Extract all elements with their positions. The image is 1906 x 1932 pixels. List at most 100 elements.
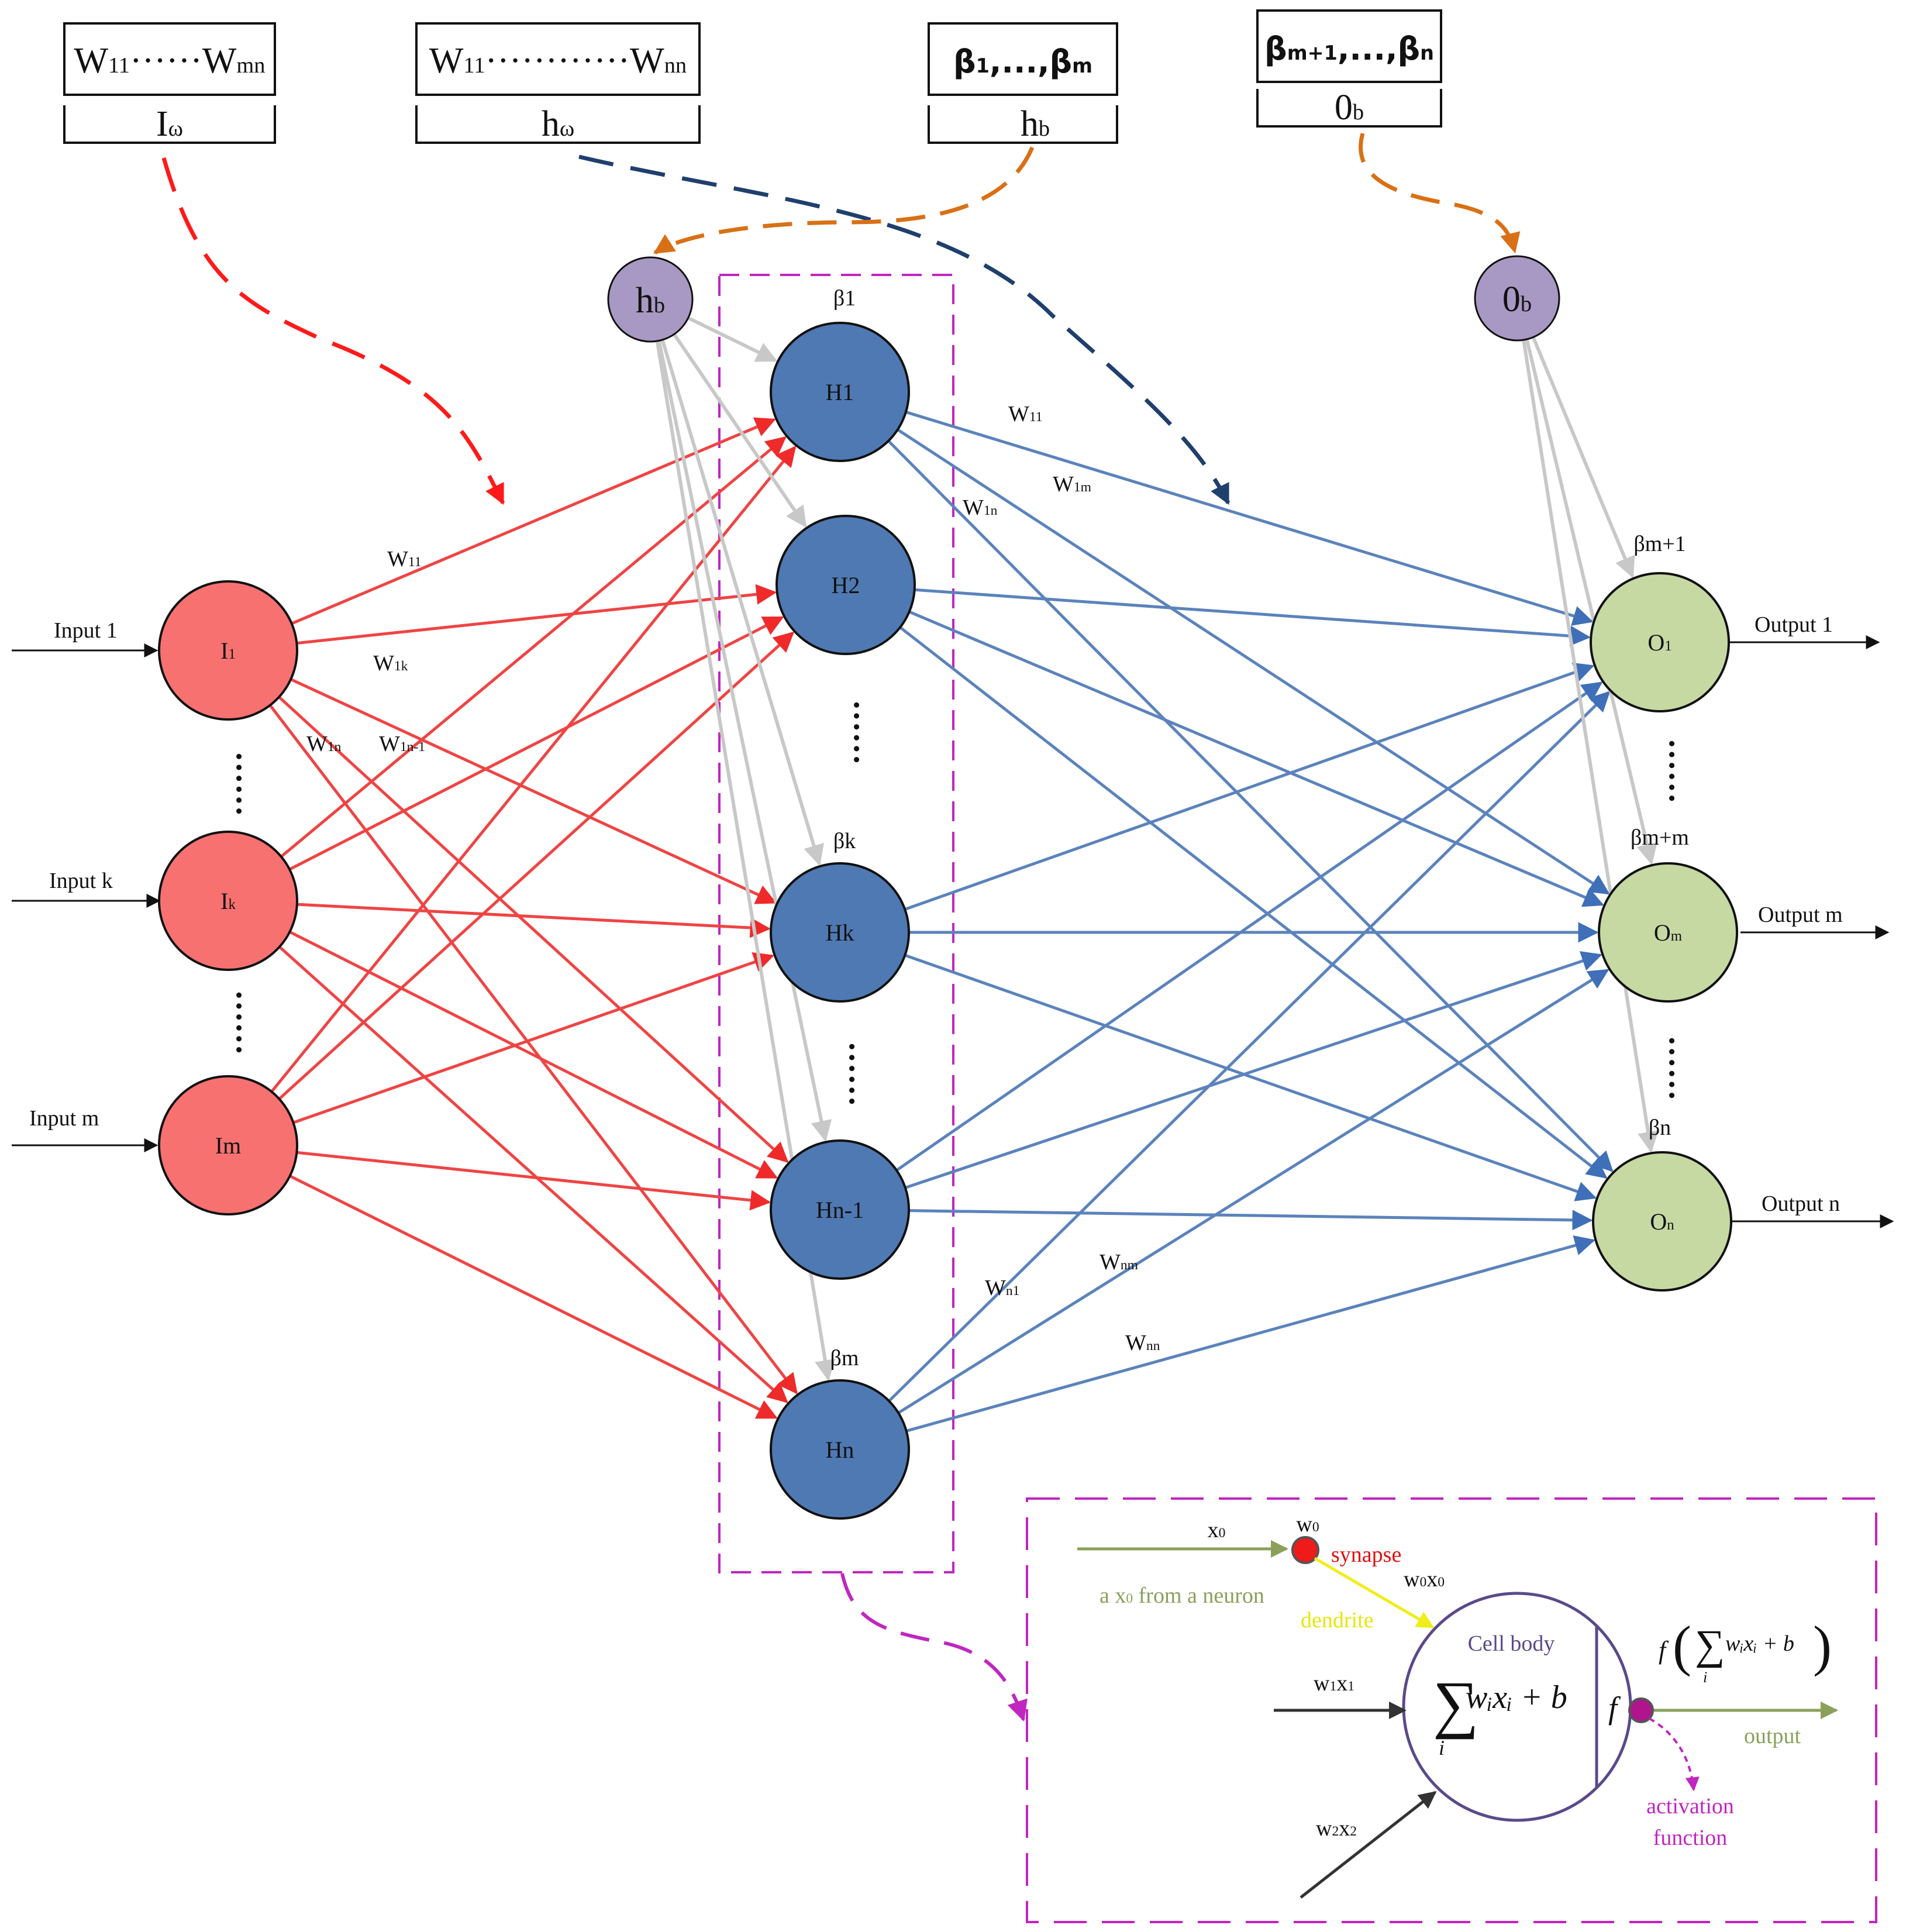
edge-hidden-4-output-0 bbox=[888, 691, 1611, 1403]
edge-input-0-hidden-1 bbox=[297, 584, 777, 645]
dashed-arrow-neuron-detail bbox=[840, 1573, 1028, 1722]
weight-labels: W11 W1k W1n W1n-1 W11 W1m W1n Wnm Wn1 Wn… bbox=[306, 402, 1160, 1355]
edge-input-1-hidden-4 bbox=[278, 945, 788, 1403]
input-layer: I1 Ik Im ······ ······ bbox=[158, 580, 298, 1215]
edge-bias-hb-hidden-1 bbox=[673, 333, 807, 528]
sum-symbol: ∑ bbox=[1433, 1668, 1478, 1740]
w2x2-label: w2x2 bbox=[1316, 1816, 1357, 1841]
output-label-inset: output bbox=[1744, 1724, 1801, 1748]
hidden-node-Hn bbox=[770, 1379, 910, 1520]
input-ellipsis-2: ······ bbox=[220, 990, 257, 1055]
beta-label-On: βn bbox=[1649, 1115, 1671, 1140]
box-bottom-text: hb bbox=[1021, 104, 1050, 144]
input-arrows: Input 1 Input k Input m bbox=[12, 618, 161, 1152]
dashed-arrow-output-bias bbox=[1359, 133, 1521, 254]
edge-hidden-4-output-1 bbox=[897, 969, 1609, 1414]
dashed-arrow-hidden-bias bbox=[653, 146, 1035, 254]
param-box-hidden-weights: W11············Wnn hω bbox=[415, 22, 701, 144]
beta-label-Om: βm+m bbox=[1631, 825, 1689, 850]
edge-hidden-3-output-1 bbox=[905, 951, 1602, 1189]
synapse-label: synapse bbox=[1331, 1542, 1401, 1567]
edge-input-2-hidden-3 bbox=[297, 1151, 771, 1211]
input-node-Im bbox=[158, 1075, 298, 1215]
bias-nodes: hb 0b bbox=[607, 255, 1560, 343]
edge-input-1-hidden-1 bbox=[288, 616, 784, 871]
f-formula-index: i bbox=[1703, 1669, 1707, 1686]
edge-hidden-1-output-2 bbox=[899, 626, 1608, 1179]
sum-body: wᵢxᵢ + b bbox=[1466, 1679, 1567, 1716]
hidden-ellipsis-1: ······ bbox=[838, 700, 874, 765]
weight-label-W11-output: W11 bbox=[1008, 402, 1043, 426]
output-node-O1 bbox=[1590, 572, 1730, 712]
edge-hidden-3-output-2 bbox=[908, 1209, 1593, 1231]
edge-hidden-1-output-0 bbox=[914, 588, 1591, 646]
node-label: Hn bbox=[826, 1437, 854, 1463]
input-label-m: Input m bbox=[29, 1106, 99, 1131]
edge-input-0-hidden-0 bbox=[291, 417, 776, 625]
box-bottom-text: Iω bbox=[156, 104, 183, 144]
edge-input-2-hidden-4 bbox=[289, 1175, 778, 1419]
x0-label: x0 bbox=[1208, 1518, 1226, 1542]
output-arrows: Output 1 Output m Output n bbox=[1660, 612, 1894, 1228]
f-formula-sum: ∑ bbox=[1695, 1621, 1725, 1668]
node-label: hb bbox=[636, 281, 665, 321]
output-node-Om bbox=[1598, 862, 1738, 1003]
edge-hidden-2-output-0 bbox=[904, 662, 1595, 911]
weight-label-Wn1-output: Wn1 bbox=[985, 1276, 1019, 1300]
edge-input-1-hidden-0 bbox=[280, 436, 787, 858]
box-top-text: W11······Wmn bbox=[74, 41, 265, 81]
hidden-node-H1 bbox=[770, 322, 910, 462]
hidden-layer-box bbox=[718, 274, 954, 1573]
beta-label-H1: β1 bbox=[833, 286, 856, 311]
edge-hidden-2-output-2 bbox=[904, 953, 1597, 1201]
hidden-layer: H1 H2 Hk Hn-1 Hn β1 βk βm ······ ······ bbox=[770, 286, 916, 1520]
hidden-ellipsis-2: ······ bbox=[833, 1041, 870, 1107]
param-box-input-weights: W11······Wmn Iω bbox=[63, 22, 276, 144]
synapse-node bbox=[1291, 1536, 1319, 1564]
beta-label-Hn: βm bbox=[830, 1346, 859, 1370]
weight-label-Wnm-output: Wnm bbox=[1100, 1250, 1138, 1275]
edge-hidden-0-output-1 bbox=[897, 428, 1610, 895]
w0x0-label: w0x0 bbox=[1404, 1567, 1445, 1592]
node-label: Ik bbox=[220, 888, 236, 914]
node-label: Hk bbox=[826, 919, 854, 946]
param-box-output-bias: βm+1,...,βn 0b bbox=[1256, 9, 1442, 128]
input-label-k: Input k bbox=[49, 869, 113, 893]
edge-hidden-3-output-0 bbox=[895, 681, 1603, 1172]
edge-bias-0b-output-0 bbox=[1531, 336, 1635, 578]
sum-index: i bbox=[1439, 1736, 1445, 1759]
input-label-1: Input 1 bbox=[54, 618, 118, 643]
cell-body-label: Cell body bbox=[1468, 1631, 1555, 1656]
input-node-Ik bbox=[158, 831, 298, 971]
output-node-On bbox=[1592, 1151, 1732, 1292]
box-top-text: β1,...,βm bbox=[953, 43, 1092, 80]
f-formula-f: f bbox=[1659, 1636, 1669, 1665]
node-label: H2 bbox=[832, 572, 860, 598]
edge-hidden-1-output-1 bbox=[908, 610, 1604, 907]
edge-hidden-0-output-0 bbox=[905, 411, 1594, 626]
dashed-arrow-hidden-weights bbox=[578, 154, 1231, 505]
edge-input-2-hidden-2 bbox=[292, 952, 775, 1124]
edge-input-1-hidden-2 bbox=[297, 903, 771, 938]
edge-input-2-hidden-0 bbox=[270, 445, 797, 1093]
f-formula-close-paren: ) bbox=[1813, 1614, 1832, 1677]
node-label: Om bbox=[1654, 919, 1682, 946]
node-label: On bbox=[1650, 1208, 1674, 1235]
output-layer: O1 Om On βm+1 βm+m βn ······ ······ bbox=[1590, 532, 1738, 1292]
output-ellipsis-1: ······ bbox=[1653, 738, 1690, 804]
hidden-node-H2 bbox=[776, 515, 916, 655]
f-formula-body: wᵢxᵢ + b bbox=[1725, 1631, 1794, 1656]
node-label: I1 bbox=[220, 638, 236, 664]
neuron-detail-inset: x0 w0 synapse w0x0 a x0 from a neuron de… bbox=[1026, 1497, 1877, 1923]
weight-label-W11-input: W11 bbox=[387, 547, 422, 571]
bias-node-hb bbox=[607, 256, 694, 343]
bias-node-0b bbox=[1474, 255, 1560, 342]
box-top-text: βm+1,...,βn bbox=[1264, 30, 1434, 67]
activation-label-line1: activation bbox=[1646, 1794, 1734, 1819]
beta-label-O1: βm+1 bbox=[1633, 532, 1686, 556]
activation-label-line2: function bbox=[1653, 1826, 1728, 1850]
weight-label-Wnn-output: Wnn bbox=[1125, 1331, 1160, 1355]
dendrite-label: dendrite bbox=[1301, 1608, 1374, 1633]
f-formula: f ( ∑ i wᵢxᵢ + b ) bbox=[1659, 1614, 1832, 1686]
edge-bias-0b-output-2 bbox=[1522, 339, 1659, 1153]
